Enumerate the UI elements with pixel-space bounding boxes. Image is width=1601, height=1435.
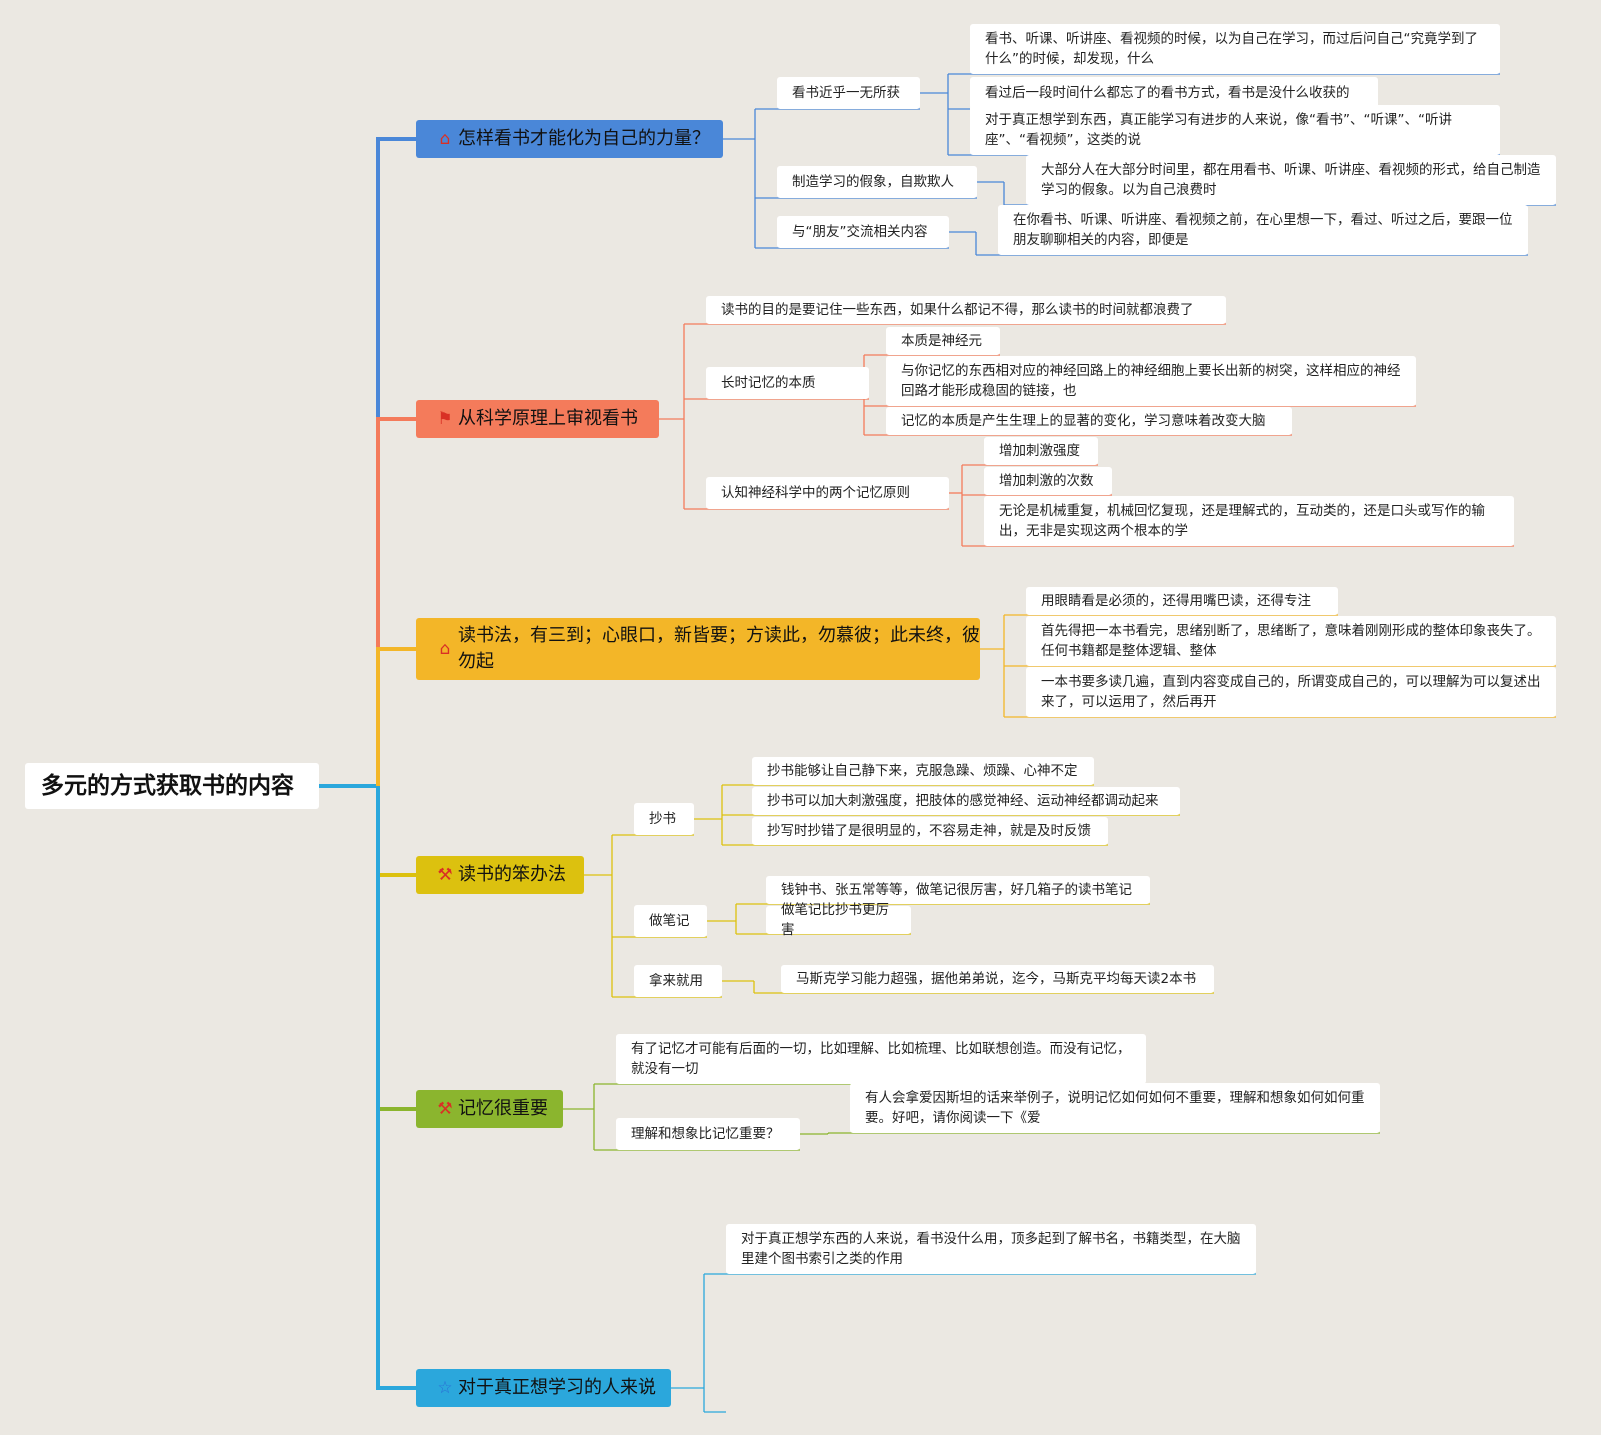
leaf-topic[interactable]: 看书、听课、听讲座、看视频的时候，以为自己在学习，而过后问自己“究竟学到了什么”… — [970, 24, 1500, 74]
leaf-topic[interactable]: 钱钟书、张五常等等，做笔记很厉害，好几箱子的读书笔记 — [766, 876, 1150, 904]
root-topic[interactable]: 多元的方式获取书的内容 — [25, 763, 319, 809]
subtopic[interactable]: 对于真正想学东西的人来说，看书没什么用，顶多起到了解书名，书籍类型，在大脑里建个… — [726, 1224, 1256, 1274]
connector — [376, 786, 416, 1390]
subtopic[interactable]: 首先得把一本书看完，思绪别断了，思绪断了，意味着刚刚形成的整体印象丧失了。任何书… — [1026, 616, 1556, 666]
leaf-topic[interactable]: 抄写时抄错了是很明显的，不容易走神，就是及时反馈 — [752, 817, 1108, 845]
leaf-topic[interactable]: 做笔记比抄书更厉害 — [766, 902, 911, 938]
connector — [376, 786, 416, 1111]
connector — [376, 137, 416, 786]
leaf-topic[interactable]: 本质是神经元 — [886, 327, 1000, 355]
star-icon: ☆ — [437, 1378, 453, 1398]
leaf-topic[interactable]: 增加刺激的次数 — [984, 467, 1112, 495]
house-icon: ⌂ — [439, 129, 451, 149]
leaf-topic[interactable]: 记忆的本质是产生生理上的显著的变化，学习意味着改变大脑 — [886, 407, 1292, 435]
subtopic[interactable]: 拿来就用 — [634, 965, 722, 997]
subtopic[interactable]: 与“朋友”交流相关内容 — [777, 216, 949, 248]
subtopic[interactable]: 认知神经科学中的两个记忆原则 — [706, 477, 949, 509]
main-topic-4[interactable]: ⚒ 读书的笨办法 — [416, 856, 584, 894]
subtopic[interactable]: 有了记忆才可能有后面的一切，比如理解、比如梳理、比如联想创造。而没有记忆，就没有… — [616, 1034, 1146, 1084]
leaf-topic[interactable]: 与你记忆的东西相对应的神经回路上的神经细胞上要长出新的树突，这样相应的神经回路才… — [886, 356, 1416, 406]
subtopic[interactable]: 制造学习的假象，自欺欺人 — [777, 166, 977, 198]
main-topic-6[interactable]: ☆ 对于真正想学习的人来说 — [416, 1369, 671, 1407]
connector — [376, 786, 416, 877]
connector — [376, 647, 416, 786]
tools-icon: ⚒ — [437, 865, 453, 885]
subtopic[interactable]: 读书的目的是要记住一些东西，如果什么都记不得，那么读书的时间就都浪费了 — [706, 296, 1226, 324]
leaf-topic[interactable]: 对于真正想学到东西，真正能学习有进步的人来说，像“看书”、“听课”、“听讲座”、… — [970, 105, 1500, 155]
main-topic-5[interactable]: ⚒ 记忆很重要 — [416, 1090, 563, 1128]
main-topic-3[interactable]: ⌂ 读书法，有三到；心眼口，新皆要；方读此，勿慕彼；此未终，彼勿起 — [416, 618, 980, 680]
leaf-topic[interactable]: 大部分人在大部分时间里，都在用看书、听课、听讲座、看视频的形式，给自己制造学习的… — [1026, 155, 1556, 205]
subtopic[interactable]: 理解和想象比记忆重要？ — [616, 1118, 800, 1150]
main-topic-1[interactable]: ⌂ 怎样看书才能化为自己的力量？ — [416, 120, 723, 158]
leaf-topic[interactable]: 看过后一段时间什么都忘了的看书方式，看书是没什么收获的 — [970, 77, 1378, 109]
house-icon: ⌂ — [439, 639, 451, 659]
leaf-topic[interactable]: 抄书可以加大刺激强度，把肢体的感觉神经、运动神经都调动起来 — [752, 787, 1180, 815]
connector — [376, 417, 416, 786]
leaf-topic[interactable]: 在你看书、听课、听讲座、看视频之前，在心里想一下，看过、听过之后，要跟一位朋友聊… — [998, 205, 1528, 255]
subtopic[interactable]: 用眼睛看是必须的，还得用嘴巴读，还得专注 — [1026, 587, 1338, 615]
subtopic[interactable]: 抄书 — [634, 803, 694, 835]
subtopic[interactable]: 看书近乎一无所获 — [777, 77, 920, 109]
subtopic[interactable]: 长时记忆的本质 — [706, 367, 869, 399]
main-topic-2[interactable]: ⚑ 从科学原理上审视看书 — [416, 400, 659, 438]
flag-icon: ⚑ — [437, 409, 453, 429]
leaf-topic[interactable]: 有人会拿爱因斯坦的话来举例子，说明记忆如何如何不重要，理解和想象如何如何重要。好… — [850, 1083, 1380, 1133]
subtopic[interactable]: 做笔记 — [634, 905, 707, 937]
leaf-topic[interactable]: 马斯克学习能力超强，据他弟弟说，迄今，马斯克平均每天读2本书 — [781, 965, 1214, 993]
leaf-topic[interactable]: 抄书能够让自己静下来，克服急躁、烦躁、心神不定 — [752, 757, 1094, 785]
leaf-topic[interactable]: 增加刺激强度 — [984, 437, 1098, 465]
subtopic[interactable]: 一本书要多读几遍，直到内容变成自己的，所谓变成自己的，可以理解为可以复述出来了，… — [1026, 667, 1556, 717]
leaf-topic[interactable]: 无论是机械重复，机械回忆复现，还是理解式的，互动类的，还是口头或写作的输出，无非… — [984, 496, 1514, 546]
tools-icon: ⚒ — [437, 1099, 453, 1119]
